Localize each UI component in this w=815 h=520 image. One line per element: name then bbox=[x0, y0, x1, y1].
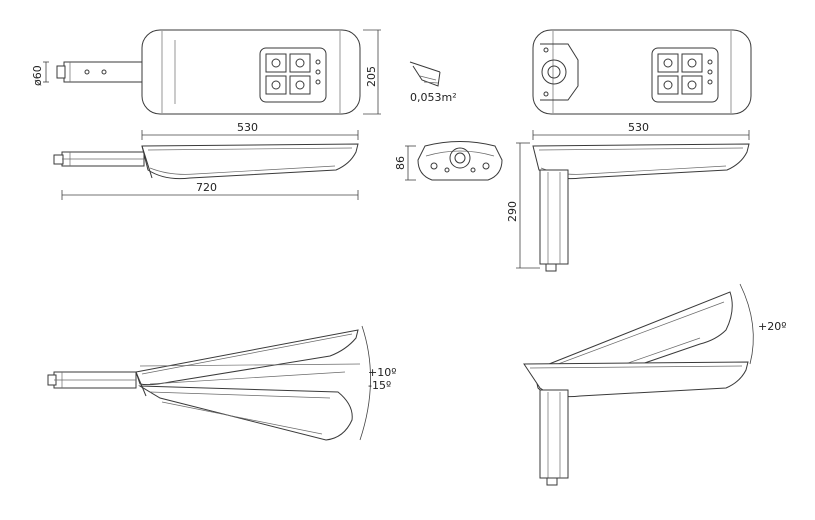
dim-length-530-right: 530 bbox=[532, 121, 750, 140]
front-view: 86 bbox=[394, 141, 503, 181]
wind-area-label: 0,053m² bbox=[410, 91, 457, 104]
wind-area-symbol: 0,053m² bbox=[409, 61, 457, 104]
pole-diameter-label: ø60 bbox=[31, 65, 44, 86]
section-height-86-label: 86 bbox=[394, 156, 407, 170]
length-720-label: 720 bbox=[196, 181, 217, 194]
tilt-up-side-entry-label: +10º bbox=[368, 366, 396, 379]
tilt-view-side-entry: +10º -15º bbox=[47, 325, 396, 441]
side-view-post-top: 290 bbox=[506, 142, 750, 272]
length-530-right-label: 530 bbox=[628, 121, 649, 134]
led-module bbox=[265, 53, 321, 95]
dim-length-530-left: 530 bbox=[141, 121, 359, 140]
tilt-down-side-entry-label: -15º bbox=[368, 379, 391, 392]
dim-length-720: 720 bbox=[61, 181, 359, 200]
tilt-view-post-top: +20º bbox=[523, 283, 786, 486]
height-205-label: 205 bbox=[365, 66, 378, 87]
side-view-side-entry bbox=[53, 143, 359, 180]
top-view-post-top bbox=[532, 29, 752, 115]
top-view-side-entry: ø60 205 bbox=[31, 29, 381, 115]
tilt-post-top-label: +20º bbox=[758, 320, 786, 333]
pole-height-290-label: 290 bbox=[506, 201, 519, 222]
length-530-left-label: 530 bbox=[237, 121, 258, 134]
